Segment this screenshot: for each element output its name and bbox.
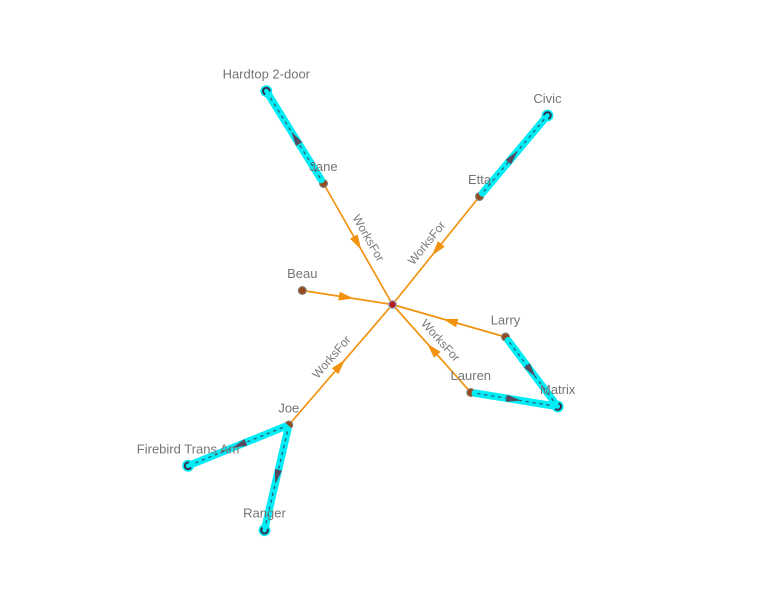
svg-text:Etta: Etta [468,172,492,187]
svg-text:Jane: Jane [309,159,337,174]
svg-text:Civic: Civic [533,91,562,106]
svg-text:Larry: Larry [491,313,521,328]
svg-text:Lauren: Lauren [451,368,491,383]
svg-text:Firebird Trans Am: Firebird Trans Am [137,441,240,456]
svg-text:Matrix: Matrix [540,382,576,397]
svg-text:Hardtop 2-door: Hardtop 2-door [223,67,311,82]
svg-text:Beau: Beau [287,266,317,281]
svg-text:Joe: Joe [278,401,299,416]
svg-text:Ranger: Ranger [243,506,286,521]
